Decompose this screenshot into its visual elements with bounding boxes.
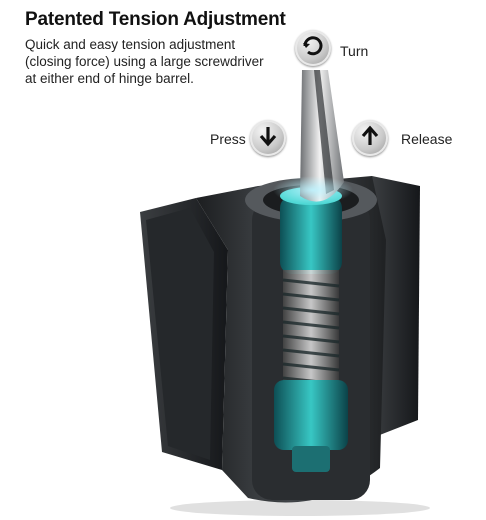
screwdriver bbox=[300, 70, 344, 202]
press-label: Press bbox=[210, 131, 246, 147]
turn-label: Turn bbox=[340, 43, 369, 59]
description: Quick and easy tension adjustment (closi… bbox=[25, 36, 285, 87]
turn-button[interactable] bbox=[295, 30, 331, 66]
page-title: Patented Tension Adjustment bbox=[25, 9, 286, 30]
release-button[interactable] bbox=[352, 120, 388, 156]
description-line: (closing force) using a large screwdrive… bbox=[25, 54, 264, 69]
press-button[interactable] bbox=[250, 120, 286, 156]
description-line: Quick and easy tension adjustment bbox=[25, 37, 236, 52]
arrow-up-icon bbox=[358, 124, 382, 153]
arrow-down-icon bbox=[256, 124, 280, 153]
spring bbox=[282, 270, 340, 390]
rotate-icon bbox=[301, 34, 325, 63]
release-label: Release bbox=[401, 131, 453, 147]
description-line: at either end of hinge barrel. bbox=[25, 71, 194, 86]
